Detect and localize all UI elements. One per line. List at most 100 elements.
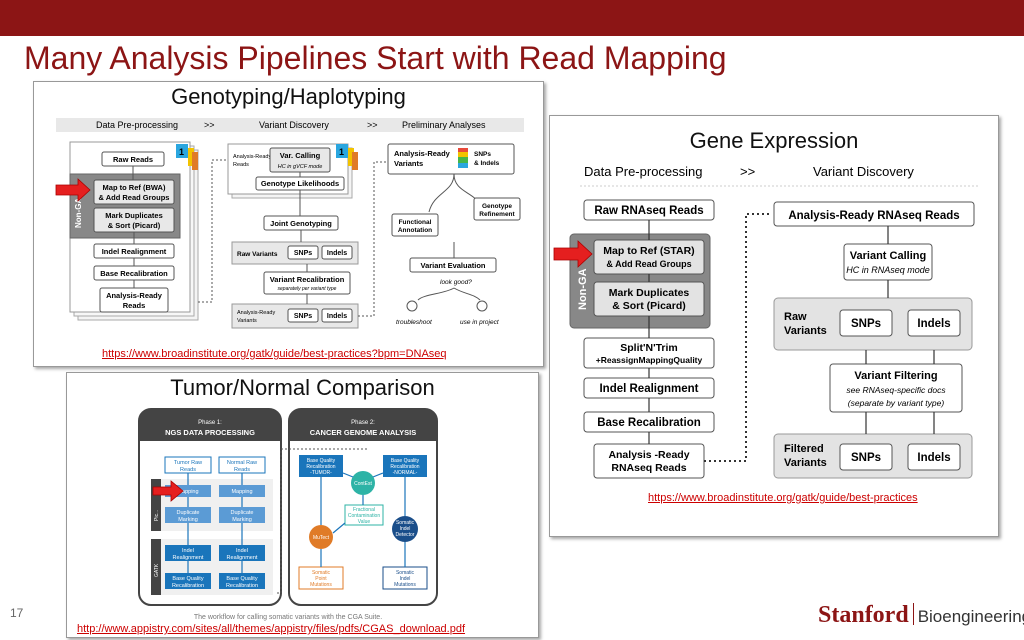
ge-indel-realign: Indel Realignment <box>599 383 698 395</box>
gt-ar-variants-1: Analysis-Ready <box>237 310 275 316</box>
gt-refine-2: Refinement <box>479 211 515 218</box>
gt-use-in-project: use in project <box>460 319 500 326</box>
tn-normal-dup-2: Marking <box>232 517 252 523</box>
tn-indel-detector-1: Somatic <box>396 520 415 526</box>
ge-filtered-1: Filtered <box>784 443 824 455</box>
ge-vf-1: Variant Filtering <box>854 370 937 382</box>
phase2-label: Phase 2: <box>351 420 375 426</box>
tumor-panel: Tumor/Normal Comparison Phase 1: NGS DAT… <box>66 372 539 638</box>
gt-likelihoods: Genotype Likelihoods <box>261 179 339 188</box>
gt-preproc-steps: Raw Reads Map to Ref (BWA) & Add Read Gr… <box>93 151 175 313</box>
gene-panel: Gene Expression Data Pre-processing >> V… <box>549 115 999 537</box>
tn-red-arrow <box>152 480 184 502</box>
gt-ar-reads-2: Reads <box>123 301 146 310</box>
tn-fraction-2: Contamination <box>348 513 380 519</box>
ge-indels-2: Indels <box>917 452 950 464</box>
gt-map-ref: Map to Ref (BWA) <box>103 183 166 192</box>
tn-point-mut-1: Somatic <box>312 570 331 576</box>
gt-prelim-ar-2: Variants <box>394 159 423 168</box>
tn-tumor-indel-2: Realignment <box>173 555 204 561</box>
ge-snps: SNPs <box>851 318 881 330</box>
tn-bqr-normal-2: Recalibration <box>390 464 419 470</box>
gt-badge-text: 1 <box>179 147 184 157</box>
tn-tumor-dup-1: Duplicate <box>177 510 200 516</box>
tn-point-mut-3: Mutations <box>310 582 332 588</box>
gt-recal: Variant Recalibration <box>270 275 345 284</box>
ge-base-recal: Base Recalibration <box>597 417 701 429</box>
gt-header-prelim: Preliminary Analyses <box>402 120 486 130</box>
ge-map-1: Map to Ref (STAR) <box>603 245 694 257</box>
gene-diagram: Data Pre-processing >> Variant Discovery… <box>553 164 980 479</box>
tn-indel-detector-2: Indel <box>400 526 411 532</box>
gt-indel-realign: Indel Realignment <box>102 247 167 256</box>
ge-split-1: Split'N'Trim <box>620 342 678 354</box>
gt-badge-1 <box>176 144 188 158</box>
tn-normal-indel-1: Indel <box>236 548 248 554</box>
gt-functional-2: Annotation <box>398 227 432 234</box>
tn-bqr-tumor-3: -TUMOR- <box>310 470 332 476</box>
gt-var-calling: Var. Calling <box>280 151 321 160</box>
tn-caption: The workflow for calling somatic variant… <box>194 614 382 621</box>
gt-header-discovery: Variant Discovery <box>259 120 329 130</box>
gt-prelim-indels: & Indels <box>474 160 500 167</box>
tn-tumor-indel-1: Indel <box>182 548 194 554</box>
gt-mark-dup: Mark Duplicates <box>105 211 163 220</box>
gt-stack-label-2: Reads <box>233 162 249 168</box>
phase1-label: Phase 1: <box>198 420 222 426</box>
gt-header-sep2: >> <box>367 120 378 130</box>
ge-red-arrow <box>553 240 593 268</box>
slide-title: Many Analysis Pipelines Start with Read … <box>24 40 727 76</box>
genotyping-title: Genotyping/Haplotyping <box>171 84 406 109</box>
tn-gatk-label: GATK <box>154 563 160 577</box>
gt-stack-label-1: Analysis-Ready <box>233 154 271 160</box>
ge-dup-2: & Sort (Picard) <box>612 300 686 312</box>
tn-normal-bqr-2: Recalibration <box>226 583 258 589</box>
tn-indel-mut-3: Mutations <box>394 582 416 588</box>
tn-tumor-mapping: Mapping <box>177 489 198 495</box>
tn-bqr-normal-1: Base Quality <box>391 458 420 464</box>
gt-evaluation: Variant Evaluation <box>420 261 485 270</box>
tn-normal-mapping: Mapping <box>231 489 252 495</box>
ge-vf-3: (separate by variant type) <box>848 398 945 408</box>
gt-functional-1: Functional <box>399 219 432 226</box>
tn-tumor-raw-1: Tumor Raw <box>174 460 202 466</box>
gt-refine-1: Genotype <box>482 203 512 210</box>
gt-indels-2: Indels <box>327 313 347 320</box>
ge-vf-2: see RNAseq-specific docs <box>846 385 946 395</box>
gt-recal-sub: separately per variant type <box>278 286 337 292</box>
ge-ar-1: Analysis -Ready <box>608 449 689 461</box>
gt-joint: Joint Genotyping <box>270 219 332 228</box>
tn-bqr-tumor-2: Recalibration <box>306 464 335 470</box>
tn-normal-indel-2: Realignment <box>227 555 258 561</box>
genotyping-link[interactable]: https://www.broadinstitute.org/gatk/guid… <box>102 348 447 360</box>
gt-ar-reads-1: Analysis-Ready <box>106 291 163 300</box>
gt-snps: SNPs <box>294 250 312 257</box>
tn-normal-bqr-1: Base Quality <box>226 576 257 582</box>
logo-department: Bioengineering <box>917 607 1024 626</box>
page-number: 17 <box>10 606 24 620</box>
ge-header-discovery: Variant Discovery <box>813 164 914 179</box>
ge-split-2: +ReassignMappingQuality <box>596 355 703 365</box>
gt-ar-variants-2: Variants <box>237 318 257 324</box>
ge-vc-1: Variant Calling <box>850 250 926 262</box>
ge-vc-2: HC in RNAseq mode <box>846 265 930 275</box>
tn-mutect: MuTect <box>313 535 330 541</box>
logo-wordmark: Stanford <box>818 602 909 628</box>
tn-normal-dup-1: Duplicate <box>231 510 254 516</box>
gt-snps-2: SNPs <box>294 313 312 320</box>
genotyping-diagram: Data Pre-processing >> Variant Discovery… <box>55 118 524 329</box>
tn-indel-mut-1: Somatic <box>396 570 415 576</box>
tn-contest: ContEst <box>354 481 372 487</box>
ge-map-2: & Add Read Groups <box>606 259 691 269</box>
phase2-name: CANCER GENOME ANALYSIS <box>310 428 417 437</box>
ge-raw-variants-2: Variants <box>784 325 827 337</box>
tn-bqr-normal-3: -NORMAL- <box>393 470 418 476</box>
gt-sort: & Sort (Picard) <box>108 221 161 230</box>
gene-link[interactable]: https://www.broadinstitute.org/gatk/guid… <box>648 492 918 504</box>
phase1-name: NGS DATA PROCESSING <box>165 428 255 437</box>
ge-header-preproc: Data Pre-processing <box>584 164 703 179</box>
tn-tumor-bqr-1: Base Quality <box>172 576 203 582</box>
tn-tumor-raw-2: Reads <box>180 467 196 473</box>
tumor-link[interactable]: http://www.appistry.com/sites/all/themes… <box>77 623 466 635</box>
gt-indels: Indels <box>327 250 347 257</box>
